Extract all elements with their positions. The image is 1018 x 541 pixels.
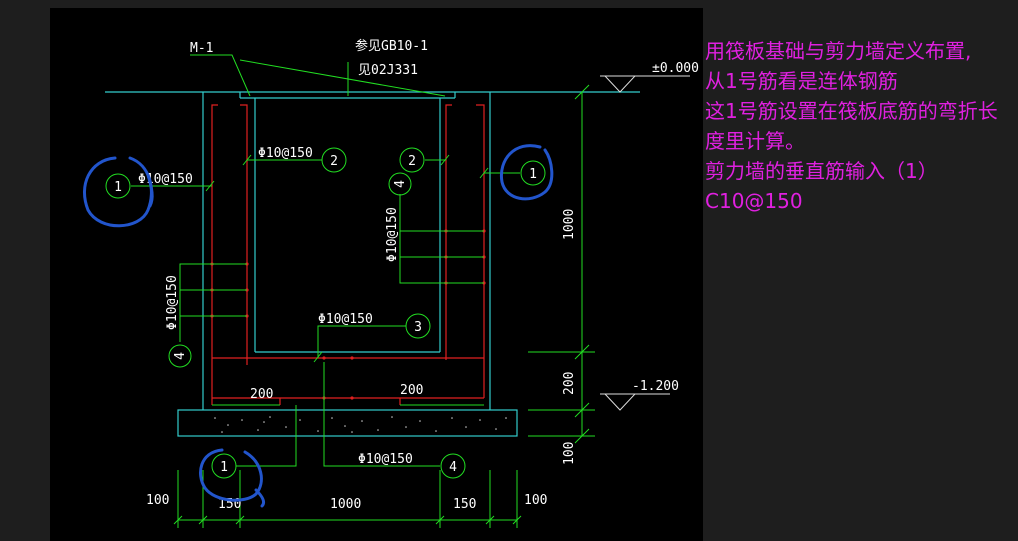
note-line-3: 这1号筋设置在筏板底筋的弯折长度里计算。 — [705, 99, 998, 153]
note-line-2: 从1号筋看是连体钢筋 — [705, 69, 898, 93]
dim-150b: 150 — [453, 497, 476, 512]
hand-annotations — [82, 144, 554, 508]
drawing-canvas — [50, 8, 703, 541]
slab-hatch — [214, 416, 507, 433]
marker-num-4c: 4 — [449, 460, 457, 475]
marker-4-bottom — [440, 453, 466, 479]
marker-num-1c: 1 — [220, 460, 228, 475]
note-line-1: 用筏板基础与剪力墙定义布置, — [705, 39, 972, 63]
marker-1-left — [105, 173, 131, 199]
leader-lines — [131, 54, 595, 528]
marker-num-2a: 2 — [330, 154, 338, 169]
marker-2-right — [399, 147, 425, 173]
rebar-markers — [105, 147, 546, 479]
annotation-note: 用筏板基础与剪力墙定义布置, 从1号筋看是连体钢筋 这1号筋设置在筏板底筋的弯折… — [705, 36, 1010, 216]
marker-num-3: 3 — [414, 320, 422, 335]
note-line-4: 剪力墙的垂直筋输入（1）C10@150 — [705, 159, 938, 213]
marker-num-2b: 2 — [408, 154, 416, 169]
marker-numbers: 1 2 2 1 4 4 3 1 4 — [114, 154, 537, 475]
marker-4-right — [388, 172, 412, 196]
marker-num-1a: 1 — [114, 180, 122, 195]
dim-v200: 200 — [562, 372, 577, 395]
label-m1: M-1 — [190, 41, 213, 56]
label-ref2: 见02J331 — [358, 63, 418, 78]
spec-r4-vertical-left: Φ10@150 — [165, 275, 180, 330]
spec-r2: Φ10@150 — [258, 146, 313, 161]
dim-v1000: 1000 — [562, 209, 577, 240]
marker-num-4b: 4 — [173, 352, 188, 360]
pit-outline — [202, 92, 491, 410]
level-bottom: -1.200 — [632, 379, 679, 394]
level-top: ±0.000 — [652, 61, 699, 76]
drawing-text: M-1 参见GB10-1 见02J331 ±0.000 -1.200 Φ10@1… — [138, 38, 699, 512]
hand-circle-right — [499, 144, 554, 201]
marker-num-4a: 4 — [393, 180, 408, 188]
dim-200a: 200 — [250, 387, 273, 402]
dim-1000: 1000 — [330, 497, 361, 512]
dim-100a: 100 — [146, 493, 169, 508]
hand-circle-bottom — [199, 448, 263, 502]
spec-r3: Φ10@150 — [318, 312, 373, 327]
spec-r4: Φ10@150 — [358, 452, 413, 467]
rebar-lines — [211, 104, 485, 405]
spec-r4-vertical: Φ10@150 — [385, 207, 400, 262]
marker-1-bottom — [211, 453, 237, 479]
marker-1-right — [520, 160, 546, 186]
marker-4-left — [168, 344, 192, 368]
dim-200b: 200 — [400, 383, 423, 398]
label-ref1: 参见GB10-1 — [355, 38, 428, 54]
dim-100b: 100 — [524, 493, 547, 508]
marker-num-1b: 1 — [529, 167, 537, 182]
base-slab — [177, 409, 518, 437]
dim-v100: 100 — [562, 442, 577, 465]
marker-2-left — [321, 147, 347, 173]
level-symbols — [600, 75, 690, 411]
marker-3 — [405, 313, 431, 339]
